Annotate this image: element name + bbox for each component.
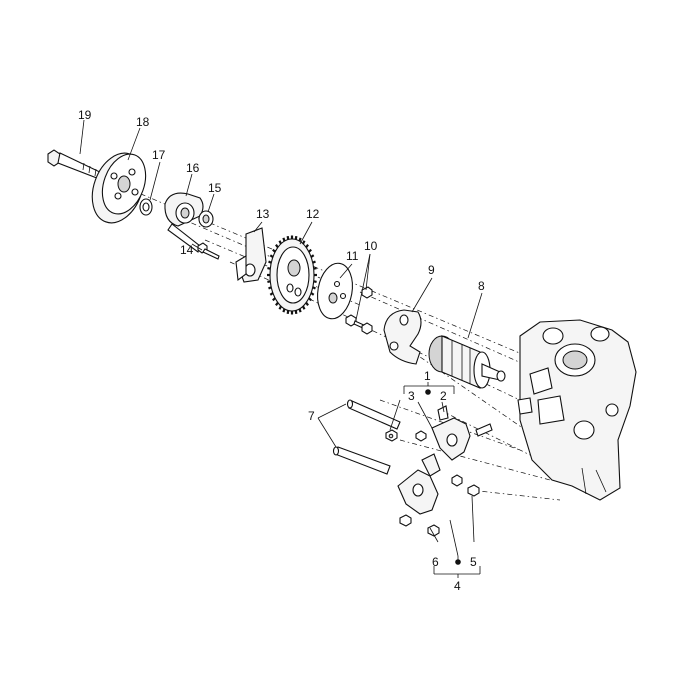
gear-tooth bbox=[310, 292, 315, 296]
callout-10: 10 bbox=[364, 239, 378, 253]
callout-2: 2 bbox=[440, 389, 447, 403]
camshaft-part-8 bbox=[428, 335, 506, 389]
bracket-part-13 bbox=[235, 227, 267, 283]
rocker-arm-lower bbox=[397, 453, 441, 515]
gear-tooth bbox=[268, 260, 272, 264]
gear-tooth bbox=[275, 301, 279, 306]
gear-tooth bbox=[312, 286, 316, 290]
leader-lines bbox=[79, 119, 483, 578]
callout-7: 7 bbox=[308, 409, 315, 423]
callout-8: 8 bbox=[478, 279, 485, 293]
gear-tooth bbox=[267, 280, 271, 283]
pulley-part-18 bbox=[91, 152, 147, 224]
gear-tooth bbox=[278, 305, 282, 310]
cylinder-head bbox=[517, 319, 637, 501]
callout-dot-4 bbox=[455, 559, 461, 565]
gear-tooth bbox=[302, 240, 306, 245]
gear-tooth bbox=[286, 235, 290, 240]
callout-5: 5 bbox=[470, 555, 477, 569]
circlip-part-17 bbox=[139, 198, 153, 216]
callout-dot-1 bbox=[425, 389, 431, 395]
rocker-shafts-part-7 bbox=[332, 399, 401, 475]
callout-15: 15 bbox=[208, 181, 222, 195]
gear-tooth bbox=[275, 244, 279, 249]
callout-numbers: 19 18 17 16 15 14 13 12 11 10 9 8 7 1 3 … bbox=[78, 108, 485, 593]
gear-tooth bbox=[294, 235, 298, 240]
callout-3: 3 bbox=[408, 389, 415, 403]
gear-tooth bbox=[286, 310, 290, 315]
callout-6: 6 bbox=[432, 555, 439, 569]
gear-tooth bbox=[313, 280, 317, 283]
gear-tooth bbox=[312, 260, 316, 264]
nut-part-3 bbox=[385, 429, 398, 442]
gear-tooth bbox=[298, 237, 302, 242]
gear-tooth bbox=[278, 240, 282, 245]
screw-part-14 bbox=[197, 242, 220, 260]
callout-1: 1 bbox=[424, 369, 431, 383]
callout-4: 4 bbox=[454, 579, 461, 593]
pump-body-part-16 bbox=[164, 192, 204, 253]
bolts-part-5 bbox=[451, 474, 480, 497]
gear-tooth bbox=[282, 308, 286, 313]
gear-tooth bbox=[294, 310, 298, 315]
callout-13: 13 bbox=[256, 207, 270, 221]
callout-19: 19 bbox=[78, 108, 92, 122]
callout-14: 14 bbox=[180, 243, 194, 257]
bushing-part-15 bbox=[198, 210, 214, 228]
callout-12: 12 bbox=[306, 207, 320, 221]
callout-9: 9 bbox=[428, 263, 435, 277]
gear-tooth bbox=[313, 267, 317, 270]
gear-tooth bbox=[305, 244, 309, 249]
gear-tooth bbox=[269, 254, 274, 258]
sprocket-gear-part-12 bbox=[267, 235, 317, 315]
gear-tooth bbox=[269, 292, 274, 296]
gear-tooth bbox=[298, 308, 302, 313]
callout-18: 18 bbox=[136, 115, 150, 129]
gear-tooth bbox=[305, 301, 309, 306]
gear-tooth bbox=[282, 237, 286, 242]
gear-tooth bbox=[302, 305, 306, 310]
bolt-part-19 bbox=[47, 149, 105, 181]
gear-tooth bbox=[308, 248, 312, 253]
gear-tooth bbox=[310, 254, 315, 258]
gear-tooth bbox=[267, 267, 271, 270]
callout-17: 17 bbox=[152, 148, 166, 162]
plate-part-11 bbox=[317, 262, 353, 320]
rocker-arm-upper bbox=[415, 405, 493, 461]
gear-tooth bbox=[272, 297, 276, 302]
nuts-part-6 bbox=[399, 514, 440, 537]
cam-plate-part-9 bbox=[383, 309, 422, 365]
callout-11: 11 bbox=[346, 249, 359, 263]
gear-tooth bbox=[268, 286, 272, 290]
screws-part-10 bbox=[345, 286, 373, 335]
callout-16: 16 bbox=[186, 161, 200, 175]
gear-tooth bbox=[308, 297, 312, 302]
gear-tooth bbox=[272, 248, 276, 253]
